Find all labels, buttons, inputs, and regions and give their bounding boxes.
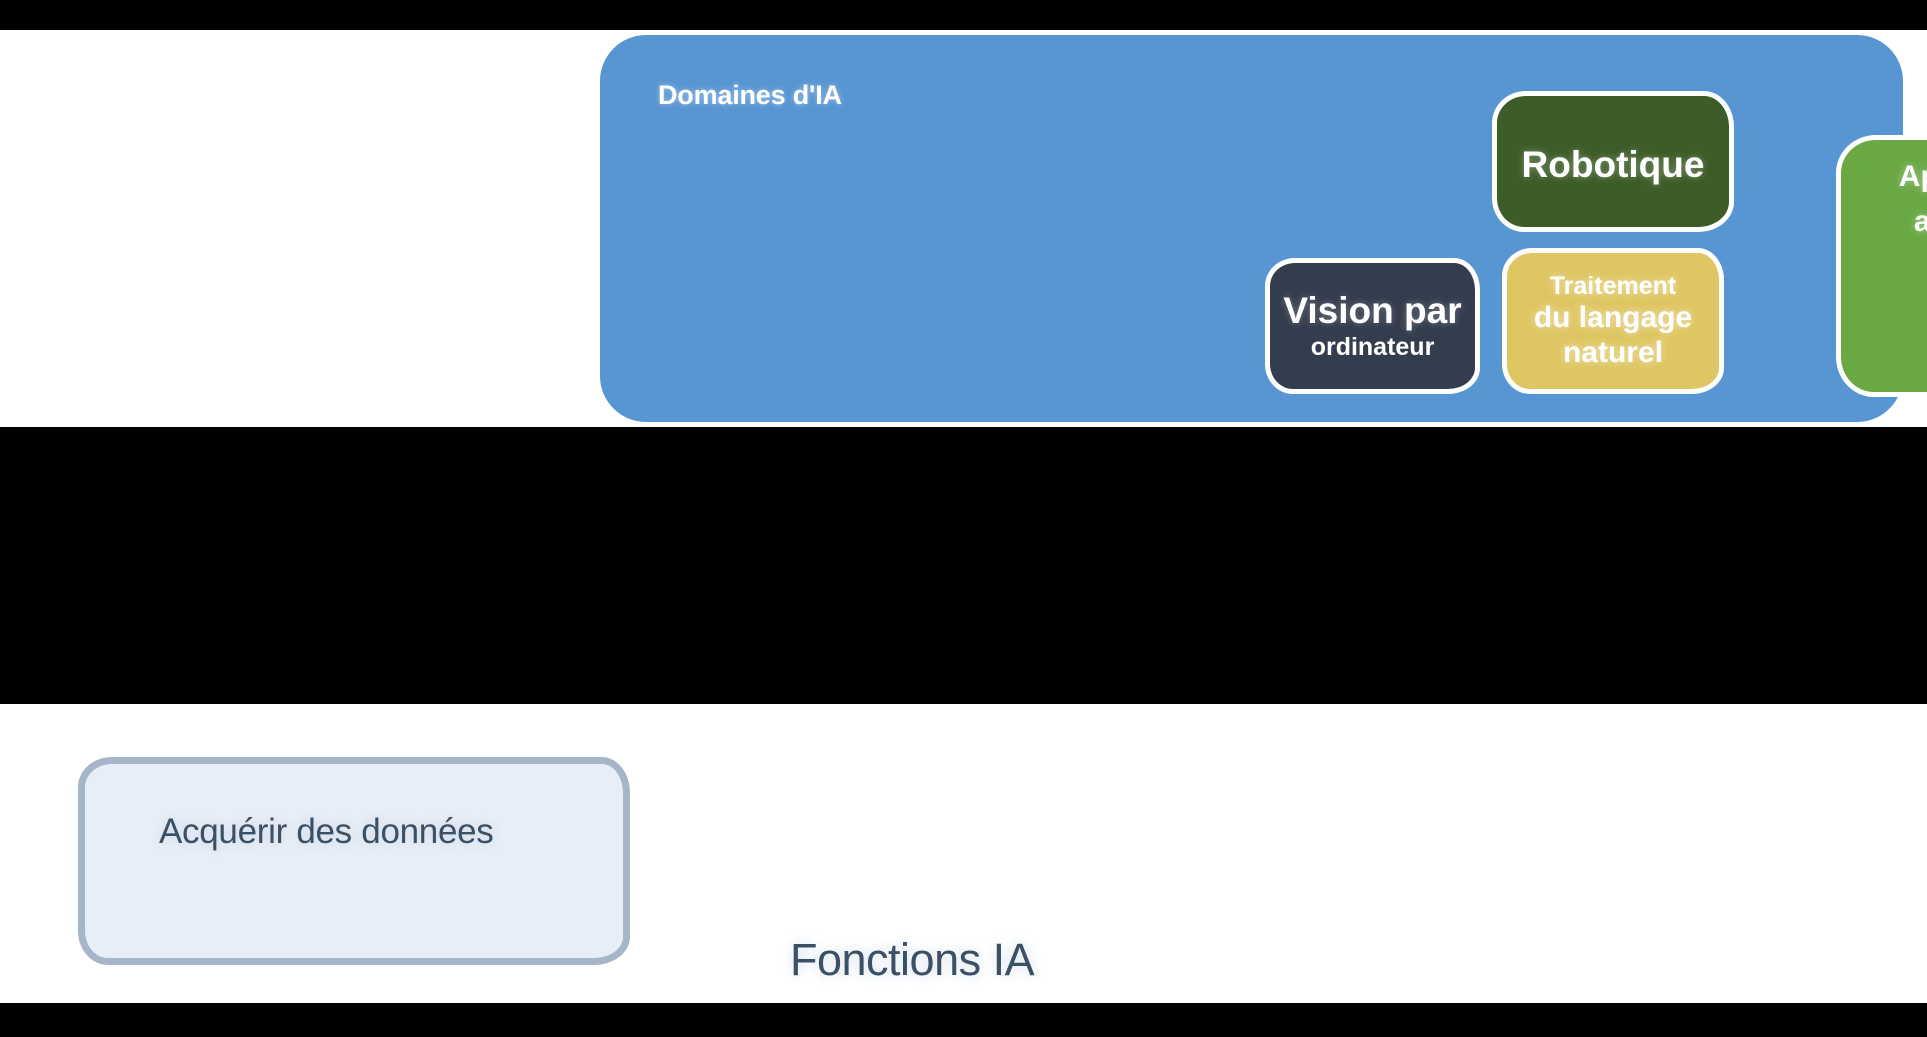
node-nlp-line1: Traitement — [1549, 271, 1677, 300]
node-nlp-line2: du langage — [1533, 300, 1693, 334]
node-nlp-line3: naturel — [1562, 335, 1664, 369]
node-machine-learning-line2: automatique — [1914, 205, 1927, 240]
ai-domains-title: Domaines d'IA — [658, 80, 842, 110]
node-robotics-label: Robotique — [1521, 144, 1705, 185]
node-acquire-data-label: Acquérir des données — [159, 812, 494, 851]
node-natural-language-processing[interactable]: Traitement du langage naturel — [1502, 248, 1724, 394]
node-robotics[interactable]: Robotique — [1492, 91, 1734, 232]
node-computer-vision-line2: ordinateur — [1310, 332, 1435, 361]
letterbox-bar-middle — [0, 427, 1927, 704]
node-computer-vision[interactable]: Vision par ordinateur — [1265, 258, 1480, 394]
ai-functions-heading: Fonctions IA — [790, 934, 1035, 985]
ai-domains-container[interactable]: Domaines d'IA Robotique Vision par ordin… — [600, 35, 1927, 422]
node-machine-learning-line1: Apprentissage — [1898, 160, 1927, 193]
letterbox-bar-top — [0, 0, 1927, 30]
node-acquire-data[interactable]: Acquérir des données — [78, 757, 630, 965]
node-computer-vision-line1: Vision par — [1283, 290, 1462, 332]
node-machine-learning[interactable]: Apprentissage automatique Apprentissage … — [1836, 135, 1927, 397]
letterbox-bar-bottom — [0, 1003, 1927, 1037]
